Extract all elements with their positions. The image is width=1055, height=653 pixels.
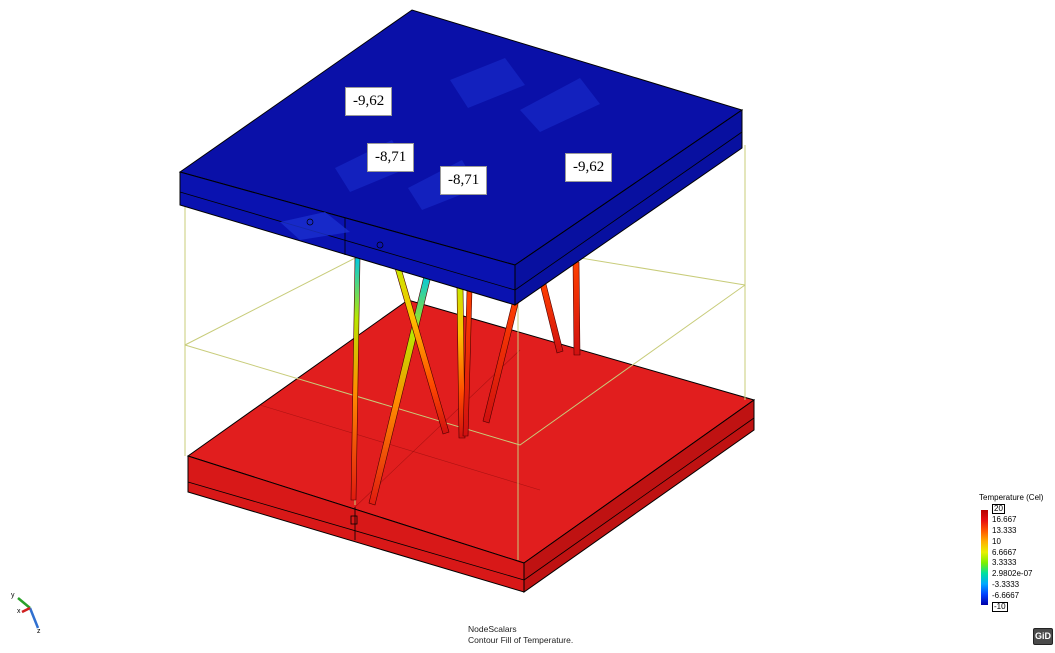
top-slab (178, 9, 744, 306)
result-type: NodeScalars (468, 624, 517, 634)
result-description: Contour Fill of Temperature. (468, 635, 574, 645)
bottom-slab (186, 299, 756, 593)
legend-title: Temperature (Cel) (979, 493, 1044, 502)
legend-label: 6.6667 (992, 547, 1017, 557)
legend-label: 3.3333 (992, 558, 1017, 568)
axis-x-label: x (17, 608, 21, 615)
legend-label: 10 (992, 536, 1001, 546)
gid-logo: GiD (1033, 628, 1053, 645)
legend-label: 2.9802e-07 (992, 569, 1033, 579)
temperature-callout: -9,62 (565, 153, 613, 182)
result-info: NodeScalars Contour Fill of Temperature. (468, 624, 573, 646)
temperature-callout: -8,71 (367, 143, 415, 172)
legend-color-bar (981, 510, 988, 605)
legend-label: -3.3333 (992, 580, 1020, 590)
axis-y-label: y (11, 592, 15, 599)
temperature-callout: -9,62 (345, 87, 393, 116)
legend-label: 16.667 (992, 514, 1017, 524)
piles (350, 257, 581, 506)
legend-label: 13.333 (992, 525, 1017, 535)
legend-label: 20 (992, 504, 1005, 514)
axes-triad: y x z (8, 588, 48, 635)
legend-label: -6.6667 (992, 591, 1020, 601)
temperature-callout: -8,71 (440, 166, 488, 195)
legend-label: -10 (992, 602, 1008, 612)
axis-z-label: z (37, 628, 41, 634)
